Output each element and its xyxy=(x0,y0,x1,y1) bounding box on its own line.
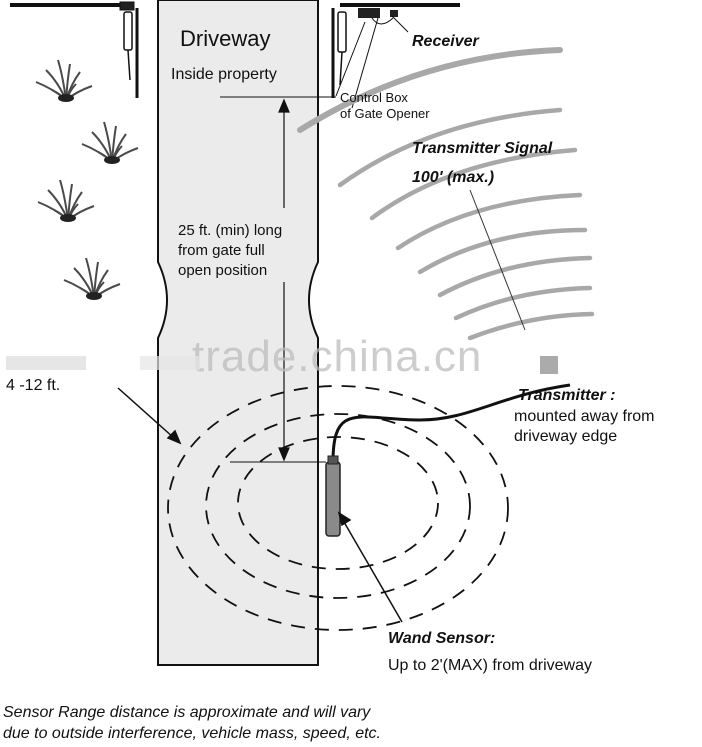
wand-sensor-desc: Up to 2'(MAX) from driveway xyxy=(388,657,592,674)
sensor-range-circle xyxy=(205,413,471,599)
signal-arc xyxy=(395,192,583,251)
sensor-range-circles xyxy=(167,385,509,631)
watermark-square xyxy=(540,356,558,374)
signal-arc xyxy=(337,107,563,188)
signal-arc xyxy=(297,47,563,133)
signal-arc xyxy=(369,147,578,221)
transmitter-desc: mounted away from driveway edge xyxy=(514,408,655,445)
distance-arrow xyxy=(278,98,290,462)
right-gate-motor-icon xyxy=(337,11,347,86)
transmitter-signal-title: Transmitter Signal xyxy=(412,140,553,157)
wand-arrow xyxy=(337,511,403,623)
signal-arc xyxy=(467,311,595,341)
left-gate-post-icon xyxy=(10,1,139,98)
grass-tuft-icon xyxy=(81,121,139,164)
grass-tuft-icon xyxy=(35,59,93,102)
signal-arc xyxy=(417,227,588,275)
sensor-range-circle xyxy=(167,385,509,631)
transmitter-signal-arcs xyxy=(297,47,595,341)
grass-tuft-icon xyxy=(63,257,121,300)
driveway-strip xyxy=(157,0,319,666)
watermark-bar-left xyxy=(6,356,86,370)
transmitter-signal-range: 100' (max.) xyxy=(412,169,495,186)
wand-sensor-title: Wand Sensor: xyxy=(388,630,496,647)
grass-tuft-icon xyxy=(37,179,95,222)
driveway-subtitle: Inside property xyxy=(171,66,277,83)
right-gate-post-icon xyxy=(331,3,460,98)
signal-arc xyxy=(453,285,593,321)
signal-pointer-line xyxy=(469,189,526,331)
pointer-lines xyxy=(220,15,409,463)
wand-sensor-icon xyxy=(325,455,341,537)
transmitter-title: Transmitter : xyxy=(518,387,616,404)
watermark-bar-mid xyxy=(140,356,200,370)
receiver-label: Receiver xyxy=(412,33,479,50)
transmitter-cable xyxy=(331,383,571,463)
sensor-range-circle xyxy=(237,436,439,570)
driveway-title: Driveway xyxy=(180,26,271,51)
signal-arc xyxy=(437,255,593,298)
receiver-icon xyxy=(390,10,398,17)
grass-tufts xyxy=(35,59,139,300)
watermark: trade.china.cn xyxy=(192,332,483,381)
left-gate-motor-icon xyxy=(123,11,133,81)
control-box-icon xyxy=(358,8,394,25)
range-arrow xyxy=(117,387,182,445)
control-box-label: Control Box of Gate Opener xyxy=(340,90,430,121)
distance-note: 25 ft. (min) long from gate full open po… xyxy=(178,221,283,281)
sensor-range-label: 4 -12 ft. xyxy=(6,377,61,394)
footer-note: Sensor Range distance is approximate and… xyxy=(3,704,381,742)
